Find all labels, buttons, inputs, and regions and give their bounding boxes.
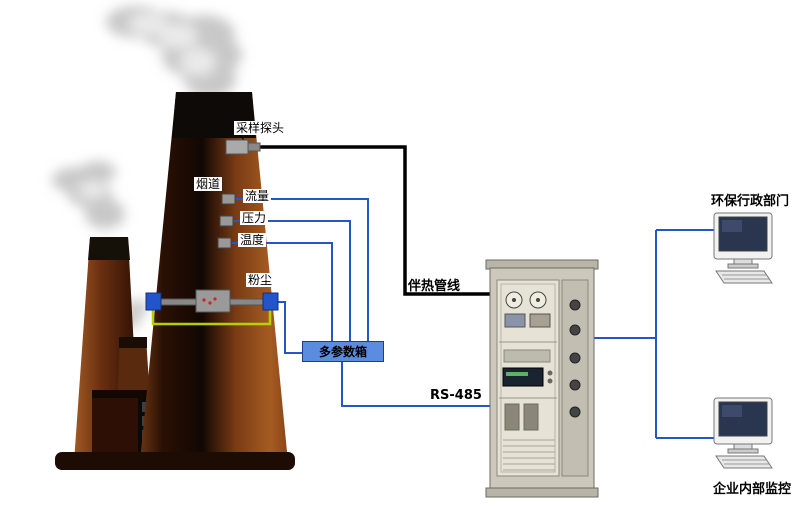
dust-label: 粉尘 — [246, 273, 275, 288]
cems-cabinet — [485, 259, 599, 498]
sampling-probe-sensor — [225, 132, 261, 155]
rs485-line — [341, 362, 490, 407]
flue-duct-label: 烟道 — [194, 177, 223, 192]
pressure-sensor — [219, 215, 234, 227]
temperature-label: 温度 — [238, 233, 267, 248]
internal-monitoring-label: 企业内部监控 — [712, 482, 791, 497]
heated-line-label: 伴热管线 — [408, 279, 461, 294]
epa-department-label: 环保行政部门 — [710, 194, 789, 209]
sampling-probe-label: 采样探头 — [234, 121, 287, 136]
computer-internal — [713, 397, 773, 469]
flow-label: 流量 — [243, 189, 272, 204]
multi-param-box: 多参数箱 — [302, 341, 384, 362]
sensor-signal-lines — [232, 198, 369, 354]
smoke-plumes — [52, 6, 242, 328]
pressure-label: 压力 — [240, 211, 269, 226]
flow-sensor — [221, 193, 236, 205]
ground-base — [55, 452, 295, 470]
rs485-label: RS-485 — [430, 388, 482, 403]
network-lines — [594, 229, 714, 439]
dust-monitor — [145, 289, 279, 326]
heated-sample-line — [250, 145, 490, 296]
temperature-sensor — [217, 237, 232, 249]
computer-epa — [713, 212, 773, 284]
